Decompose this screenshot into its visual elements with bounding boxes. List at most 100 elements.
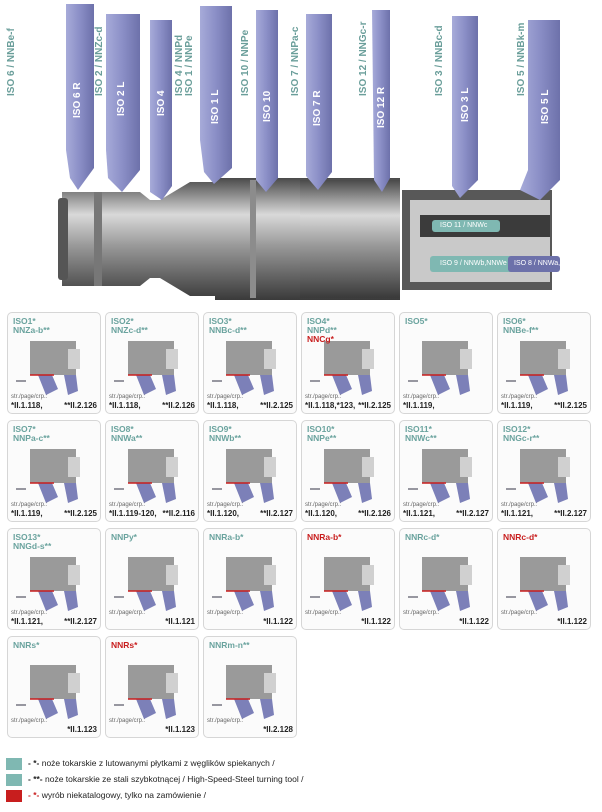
legend-pl-text: noże tokarskie z lutowanymi płytkami z w…	[41, 758, 275, 768]
inner-tool-label: ISO 8 / NNWa,NNUz	[514, 260, 579, 267]
card-title: NNRs*	[13, 640, 40, 650]
tool-diagram	[310, 449, 374, 503]
card-title: ISO8*	[111, 424, 134, 434]
legend-mark: - *-	[28, 758, 40, 768]
tool-code-label: ISO 7 / NNPa-c	[290, 26, 301, 96]
tool-card: NNRs* *II.1.123 str./page/crp.:	[7, 636, 101, 738]
card-page-ref-caption: str./page/crp.:	[403, 610, 440, 616]
card-page-ref-caption: str./page/crp.:	[403, 502, 440, 508]
card-page-ref-caption: str./page/crp.:	[207, 394, 244, 400]
tool-name-label: ISO 1 L	[210, 89, 221, 124]
card-title: ISO3*	[209, 316, 232, 326]
tool-diagram	[114, 341, 178, 395]
card-subtitle: NNPd**	[307, 325, 337, 335]
tool-diagram	[212, 665, 276, 719]
card-subtitle: NNWb**	[209, 433, 242, 443]
tool-diagram	[310, 557, 374, 611]
card-ref-carbide: *II.1.121,	[11, 617, 44, 626]
card-page-ref-caption: str./page/crp.:	[11, 610, 48, 616]
card-page-ref-caption: str./page/crp.:	[207, 502, 244, 508]
card-ref-carbide: *II.1.121,	[403, 509, 436, 518]
tool-diagram	[16, 449, 80, 503]
inner-tool-label: ISO 11 / NNWc	[440, 222, 488, 229]
inner-tool-label: ISO 9 / NNWb,NNWe	[440, 260, 507, 267]
card-ref-carbide: *II.1.120,	[305, 509, 338, 518]
tool-diagram	[212, 557, 276, 611]
tool-code-label: ISO 3 / NNBc-d	[434, 25, 445, 96]
card-ref-hss: *II.1.122	[263, 617, 293, 626]
card-page-ref-caption: str./page/crp.:	[403, 394, 440, 400]
card-ref-hss: **II.2.126	[162, 401, 195, 410]
card-title: ISO4*	[307, 316, 330, 326]
tool-name-label: ISO 5 L	[540, 89, 551, 124]
tool-diagram	[408, 449, 472, 503]
card-page-ref-caption: str./page/crp.:	[11, 718, 48, 724]
card-ref-carbide: *II.1.120,	[207, 509, 240, 518]
card-title: NNRa-b*	[209, 532, 244, 542]
card-subtitle: NNWa**	[111, 433, 143, 443]
tool-diagram	[212, 449, 276, 503]
card-ref-hss: *II.2.128	[263, 725, 293, 734]
card-title: NNPy*	[111, 532, 137, 542]
tool-diagram	[408, 557, 472, 611]
tool-name-label: ISO 10	[262, 90, 273, 122]
card-subtitle: NNZa-b**	[13, 325, 50, 335]
card-ref-hss: **II.2.125	[358, 401, 391, 410]
legend-pl-text: noże tokarskie ze stali szybkotnącej	[45, 774, 181, 784]
tool-code-label: ISO 5 / NNBk-m	[516, 22, 527, 96]
tool-code-label: ISO 6 / NNBe-f	[6, 28, 17, 96]
card-subtitle: NNBc-d**	[209, 325, 247, 335]
legend-en-text: / High-Speed-Steel turning tool /	[182, 774, 304, 784]
legend-pl-text: wyrób niekatalogowy, tylko na zamówienie…	[41, 790, 206, 800]
tool-diagram	[506, 449, 570, 503]
card-page-ref-caption: str./page/crp.:	[207, 610, 244, 616]
tool-card: ISO5**II.1.119,str./page/crp.:	[399, 312, 493, 414]
card-page-ref-caption: str./page/crp.:	[109, 610, 146, 616]
tool-diagram	[506, 557, 570, 611]
tool-diagram	[16, 341, 80, 395]
lathe-illustration: ISO 6 / NNBe-f ISO 6 R ISO 2 / NNZc-d IS…	[0, 0, 602, 305]
card-ref-hss: **II.2.125	[64, 509, 97, 518]
legend-mark: - *-	[28, 790, 40, 800]
card-ref-hss: **II.2.125	[554, 401, 587, 410]
tool-name-label: ISO 4	[156, 90, 167, 116]
card-ref-carbide: *II.1.119,	[501, 401, 533, 410]
tool-diagram	[114, 449, 178, 503]
lathe-shaft-drawing	[58, 4, 560, 300]
card-ref-hss: *II.1.122	[459, 617, 489, 626]
tool-code-label: ISO 2 / NNZc-d	[94, 26, 105, 96]
card-page-ref-caption: str./page/crp.:	[109, 394, 146, 400]
tool-code-label: ISO 12 / NNGc-r	[358, 21, 369, 96]
tool-code-label: ISO 10 / NNPe	[240, 29, 251, 96]
card-title: ISO6*	[503, 316, 526, 326]
card-ref-carbide: *II.1.121,	[501, 509, 534, 518]
card-ref-carbide: *II.1.118,*123,	[305, 401, 356, 410]
card-ref-hss: **II.2.126	[64, 401, 97, 410]
legend-mark: - **-	[28, 774, 43, 784]
tool-diagram	[16, 665, 80, 719]
card-title: ISO5*	[405, 316, 428, 326]
card-ref-carbide: *II.1.118,	[109, 401, 141, 410]
teal-swatch	[6, 758, 22, 770]
card-page-ref-caption: str./page/crp.:	[109, 502, 146, 508]
teal-swatch	[6, 774, 22, 786]
tool-card: NNRa-b* *II.1.122 str./page/crp.:	[203, 528, 297, 630]
card-extra-title: NNCg*	[307, 334, 334, 344]
tool-diagram	[114, 665, 178, 719]
card-ref-hss: *II.1.122	[557, 617, 587, 626]
card-ref-hss: **II.2.127	[260, 509, 293, 518]
card-ref-hss: *II.1.121	[165, 617, 195, 626]
card-ref-hss: *II.1.123	[67, 725, 97, 734]
tool-shanks	[66, 4, 560, 200]
card-subtitle: NNBe-f**	[503, 325, 539, 335]
card-title: ISO13*	[13, 532, 41, 542]
tool-name-label: ISO 12 R	[376, 86, 387, 128]
